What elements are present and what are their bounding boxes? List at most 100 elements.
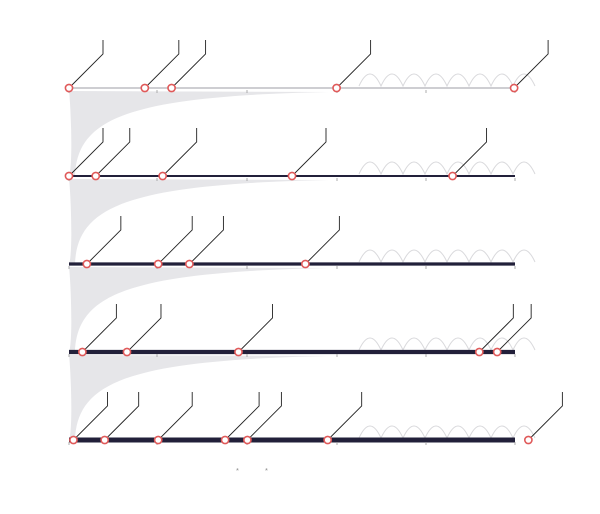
background-arc-line	[358, 73, 536, 88]
leader-line	[189, 216, 224, 265]
leader-line	[327, 392, 363, 441]
leader-line	[68, 128, 104, 177]
event-marker-1[interactable]	[82, 216, 122, 269]
leader-line	[95, 128, 131, 177]
event-marker-1[interactable]	[64, 40, 104, 93]
event-dot[interactable]	[287, 171, 297, 181]
event-dot[interactable]	[100, 435, 110, 445]
event-marker-3[interactable]	[234, 304, 273, 357]
event-marker-5[interactable]	[509, 40, 549, 93]
leader-line	[496, 304, 532, 353]
leader-line	[305, 216, 340, 265]
event-marker-4[interactable]	[332, 40, 372, 93]
background-arc-line	[358, 337, 536, 352]
event-dot[interactable]	[167, 83, 176, 93]
event-dot[interactable]	[323, 435, 333, 445]
event-marker-3[interactable]	[185, 216, 224, 269]
event-marker-6[interactable]	[323, 392, 363, 445]
event-dot[interactable]	[140, 83, 150, 93]
density-bands	[69, 91, 329, 440]
density-band	[69, 267, 329, 352]
leader-line	[452, 128, 488, 177]
track-3	[68, 216, 516, 269]
density-band	[69, 179, 329, 264]
event-dot[interactable]	[300, 259, 310, 269]
event-dot[interactable]	[234, 347, 243, 357]
leader-line	[144, 40, 180, 89]
event-marker-5[interactable]	[242, 392, 282, 445]
leader-line	[336, 40, 372, 89]
event-marker-3[interactable]	[158, 128, 198, 181]
event-marker-4[interactable]	[287, 128, 327, 181]
track-4	[68, 304, 532, 357]
event-marker-3[interactable]	[167, 40, 207, 93]
event-marker-2[interactable]	[140, 40, 180, 93]
leader-line	[157, 216, 193, 265]
event-dot[interactable]	[523, 435, 533, 445]
event-dot[interactable]	[492, 347, 502, 357]
event-dot[interactable]	[77, 347, 87, 357]
event-dot[interactable]	[474, 347, 484, 357]
event-marker-4[interactable]	[220, 392, 260, 445]
track-5	[68, 392, 563, 445]
event-dot[interactable]	[153, 435, 163, 445]
leader-line	[73, 392, 108, 441]
leader-line	[86, 216, 122, 265]
leader-line	[162, 128, 198, 177]
event-dot[interactable]	[69, 435, 78, 445]
leader-line	[247, 392, 282, 441]
event-dot[interactable]	[64, 171, 74, 181]
event-dot[interactable]	[448, 171, 457, 181]
leader-line	[157, 392, 193, 441]
leader-line	[291, 128, 327, 177]
event-marker-4[interactable]	[474, 304, 514, 357]
leader-line	[171, 40, 207, 89]
legend-marker-2: *	[265, 466, 268, 475]
track-1	[64, 40, 549, 93]
leader-line	[126, 304, 162, 353]
event-marker-5[interactable]	[448, 128, 488, 181]
legend-marker-1: *	[236, 466, 239, 475]
event-dot[interactable]	[242, 435, 252, 445]
leader-line	[528, 392, 563, 441]
event-marker-4[interactable]	[300, 216, 340, 269]
event-dot[interactable]	[509, 83, 519, 93]
leader-line	[479, 304, 514, 353]
leader-line	[82, 304, 117, 353]
event-dot[interactable]	[64, 83, 74, 93]
timeline-tracks	[64, 40, 563, 445]
event-dot[interactable]	[153, 259, 163, 269]
leader-line	[224, 392, 260, 441]
leader-line	[104, 392, 140, 441]
legend: * *	[236, 466, 292, 475]
event-dot[interactable]	[158, 171, 168, 181]
background-arc-line	[358, 161, 536, 176]
leader-line	[238, 304, 273, 353]
event-marker-3[interactable]	[153, 392, 193, 445]
background-arc-line	[358, 425, 536, 440]
event-marker-2[interactable]	[122, 304, 162, 357]
event-dot[interactable]	[332, 83, 341, 93]
event-marker-7[interactable]	[523, 392, 563, 445]
event-marker-2[interactable]	[91, 128, 131, 181]
leader-line	[513, 40, 549, 89]
event-dot[interactable]	[122, 347, 132, 357]
event-marker-1[interactable]	[69, 392, 108, 445]
track-2	[64, 128, 516, 181]
legend-item-1: *	[236, 466, 257, 475]
event-marker-2[interactable]	[100, 392, 140, 445]
event-dot[interactable]	[185, 259, 194, 269]
density-band	[69, 91, 329, 176]
leader-line	[68, 40, 104, 89]
density-band	[69, 355, 329, 440]
event-marker-1[interactable]	[77, 304, 117, 357]
event-marker-2[interactable]	[153, 216, 193, 269]
event-dot[interactable]	[82, 259, 92, 269]
event-dot[interactable]	[220, 435, 230, 445]
legend-item-2: *	[265, 466, 284, 475]
event-marker-5[interactable]	[492, 304, 532, 357]
event-marker-1[interactable]	[64, 128, 104, 181]
background-arcs	[358, 73, 536, 440]
event-dot[interactable]	[91, 171, 101, 181]
